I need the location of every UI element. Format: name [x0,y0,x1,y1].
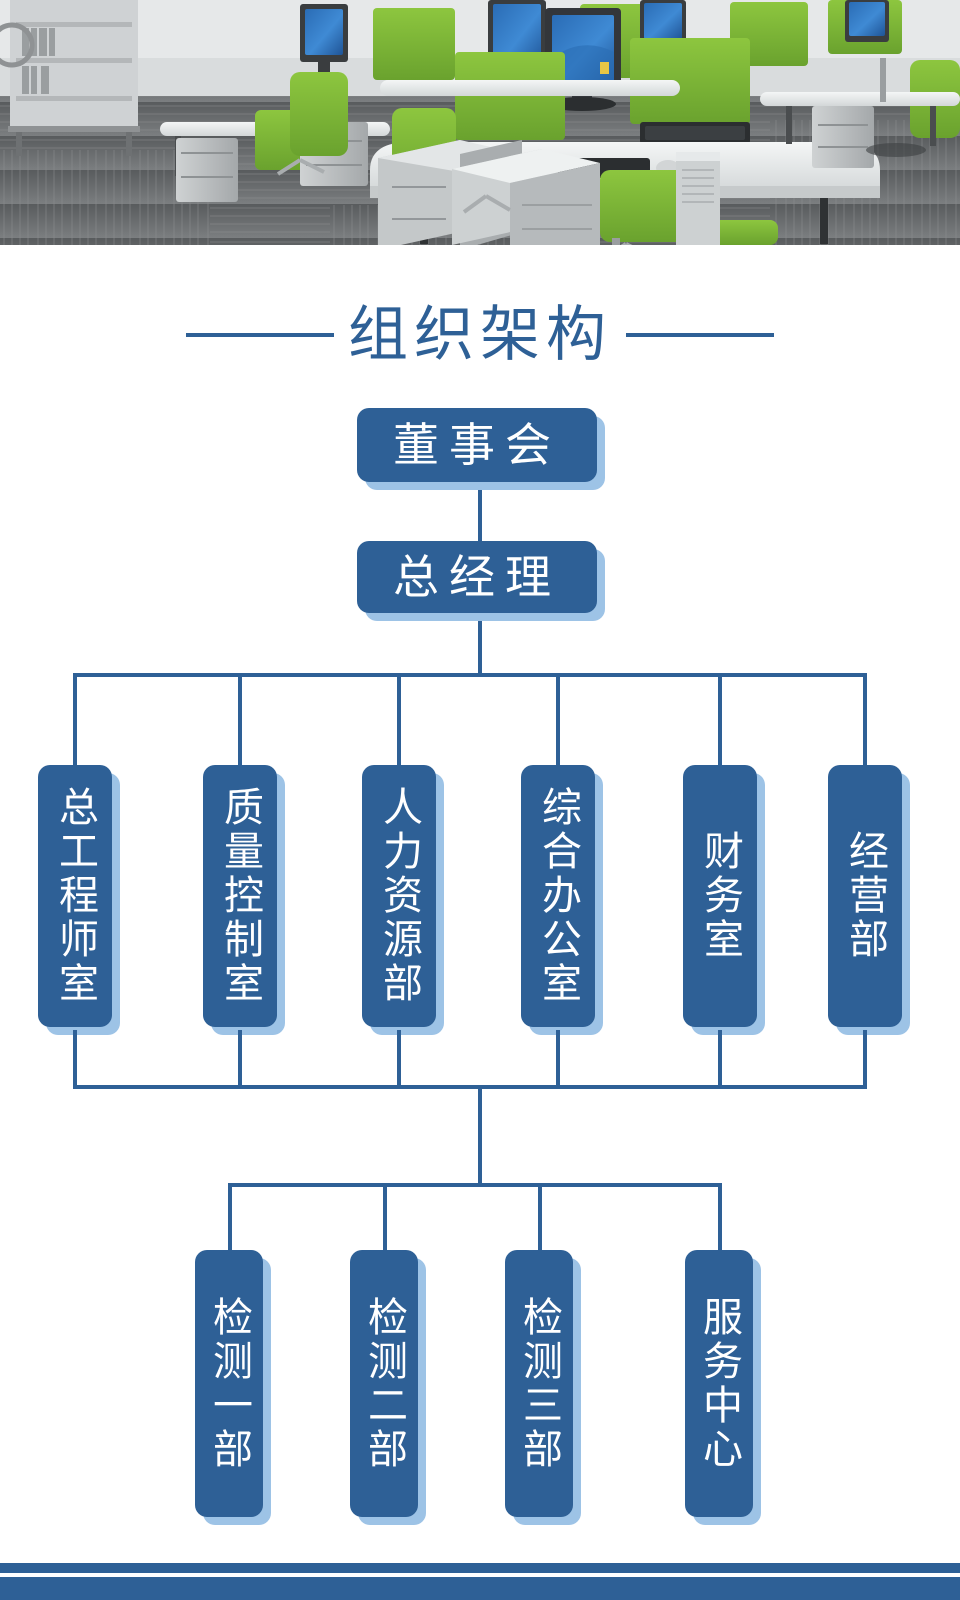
bus-level3-bottom [73,1085,867,1089]
node-finance-office[interactable]: 财务室 [683,765,757,1027]
node-label: 检测二部 [361,1295,407,1472]
connector-gm-drop [478,610,482,675]
connector-riser-dept-3 [397,1030,401,1089]
node-label: 检测三部 [516,1295,562,1472]
node-label: 检测一部 [206,1295,252,1472]
connector-board-to-gm [478,482,482,546]
connector-drop-dept-1 [73,673,77,767]
node-label: 董事会 [393,417,561,472]
connector-drop-dept-6 [863,673,867,767]
node-quality-control-office[interactable]: 质量控制室 [203,765,277,1027]
hero-photo [0,0,960,245]
title-rule-left [186,333,334,337]
page-title: 组织架构 [348,300,612,370]
connector-drop-unit-3 [538,1183,542,1253]
connector-drop-dept-3 [397,673,401,767]
node-operations-department[interactable]: 经营部 [828,765,902,1027]
footer-bar-thick [0,1577,960,1600]
node-label: 总工程师室 [52,786,98,1006]
connector-drop-unit-2 [383,1183,387,1253]
connector-drop-unit-1 [228,1183,232,1253]
node-service-center[interactable]: 服务中心 [685,1250,753,1517]
node-general-office[interactable]: 综合办公室 [521,765,595,1027]
node-label: 综合办公室 [535,786,581,1006]
node-testing-dept-3[interactable]: 检测三部 [505,1250,573,1517]
connector-drop-unit-4 [718,1183,722,1253]
node-label: 质量控制室 [217,786,263,1006]
page-title-row: 组织架构 [0,290,960,380]
node-chief-engineer-office[interactable]: 总工程师室 [38,765,112,1027]
connector-riser-dept-4 [556,1030,560,1089]
connector-riser-dept-2 [238,1030,242,1089]
node-label: 服务中心 [696,1295,742,1472]
title-rule-right [626,333,774,337]
node-label: 经营部 [842,830,888,962]
connector-riser-dept-6 [863,1030,867,1089]
connector-drop-dept-2 [238,673,242,767]
bus-level3-top [73,673,867,677]
node-general-manager[interactable]: 总经理 [357,541,597,613]
node-label: 人力资源部 [376,786,422,1006]
office-photo-illustration [0,0,960,245]
node-label: 总经理 [393,549,561,604]
node-testing-dept-1[interactable]: 检测一部 [195,1250,263,1517]
connector-riser-dept-1 [73,1030,77,1089]
connector-drop-dept-5 [718,673,722,767]
footer-bar-thin [0,1563,960,1573]
node-board-of-directors[interactable]: 董事会 [357,408,597,482]
connector-drop-to-level4 [478,1085,482,1185]
node-testing-dept-2[interactable]: 检测二部 [350,1250,418,1517]
node-hr-department[interactable]: 人力资源部 [362,765,436,1027]
connector-riser-dept-5 [718,1030,722,1089]
node-label: 财务室 [697,830,743,962]
connector-drop-dept-4 [556,673,560,767]
bus-level4 [228,1183,722,1187]
